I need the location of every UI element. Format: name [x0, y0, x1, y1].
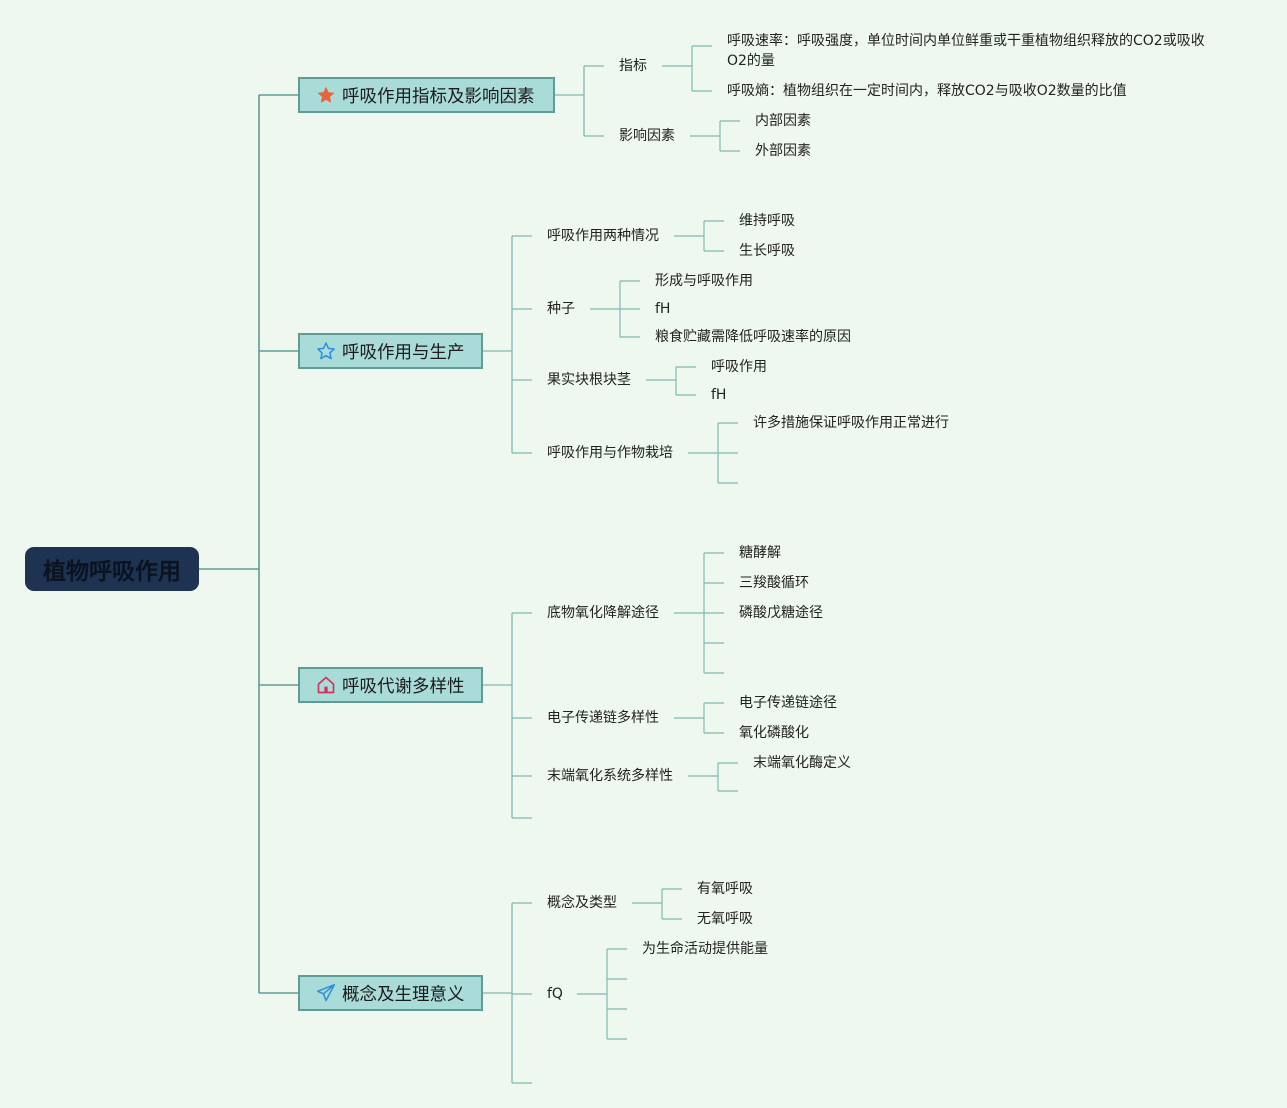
node-l3[interactable]: 呼吸熵：植物组织在一定时间内，释放CO2与吸收O2数量的比值	[727, 83, 1127, 99]
node-l3[interactable]: fH	[655, 301, 671, 317]
node-l3[interactable]: 氧化磷酸化	[739, 725, 809, 741]
branch-label: 呼吸作用指标及影响因素	[342, 86, 535, 107]
node-l3[interactable]: 生长呼吸	[739, 243, 795, 259]
root-node[interactable]: 植物呼吸作用	[25, 547, 199, 591]
node-l2[interactable]: 影响因素	[619, 128, 675, 144]
branch-node-concept[interactable]: 概念及生理意义	[298, 975, 483, 1011]
node-l3[interactable]: 呼吸作用	[711, 359, 767, 375]
node-l3[interactable]: 末端氧化酶定义	[753, 755, 851, 771]
node-l3[interactable]: 呼吸速率：呼吸强度，单位时间内单位鲜重或干重植物组织释放的CO2或吸收O2的量	[727, 33, 1205, 69]
branch-label: 呼吸代谢多样性	[342, 676, 465, 697]
node-l3[interactable]: 粮食贮藏需降低呼吸速率的原因	[655, 329, 851, 345]
node-l3[interactable]: 许多措施保证呼吸作用正常进行	[753, 415, 949, 431]
branch-node-metabolism[interactable]: 呼吸代谢多样性	[298, 667, 483, 703]
node-l3[interactable]: 外部因素	[755, 143, 811, 159]
star-icon	[316, 85, 336, 105]
node-l2[interactable]: 呼吸作用两种情况	[547, 228, 659, 244]
branch-node-indicators[interactable]: 呼吸作用指标及影响因素	[298, 77, 555, 113]
node-l2[interactable]: 电子传递链多样性	[547, 710, 659, 726]
node-l3[interactable]: 电子传递链途径	[739, 695, 837, 711]
node-l3[interactable]: 维持呼吸	[739, 213, 795, 229]
node-l3[interactable]: 无氧呼吸	[697, 911, 753, 927]
node-l3[interactable]: 糖酵解	[739, 545, 781, 561]
node-l3[interactable]: 形成与呼吸作用	[655, 273, 753, 289]
node-l2[interactable]: 末端氧化系统多样性	[547, 768, 673, 784]
node-l2[interactable]: fQ	[547, 986, 563, 1002]
star-outline-icon	[316, 341, 336, 361]
node-l2[interactable]: 呼吸作用与作物栽培	[547, 445, 673, 461]
node-l3[interactable]: 磷酸戊糖途径	[739, 605, 823, 621]
node-l3[interactable]: fH	[711, 387, 727, 403]
node-l2[interactable]: 指标	[619, 58, 647, 74]
node-l3[interactable]: 有氧呼吸	[697, 881, 753, 897]
node-l3[interactable]: 为生命活动提供能量	[642, 941, 768, 957]
node-l3[interactable]: 内部因素	[755, 113, 811, 129]
node-l2[interactable]: 底物氧化降解途径	[547, 605, 659, 621]
branch-label: 概念及生理意义	[342, 984, 465, 1005]
root-label: 植物呼吸作用	[43, 559, 181, 585]
house-icon	[316, 675, 336, 695]
branch-node-production[interactable]: 呼吸作用与生产	[298, 333, 483, 369]
paper-plane-icon	[316, 983, 336, 1003]
node-l2[interactable]: 种子	[547, 301, 575, 317]
node-l3[interactable]: 三羧酸循环	[739, 575, 809, 591]
branch-label: 呼吸作用与生产	[342, 342, 465, 363]
node-l2[interactable]: 概念及类型	[547, 895, 617, 911]
node-l2[interactable]: 果实块根块茎	[547, 372, 631, 388]
